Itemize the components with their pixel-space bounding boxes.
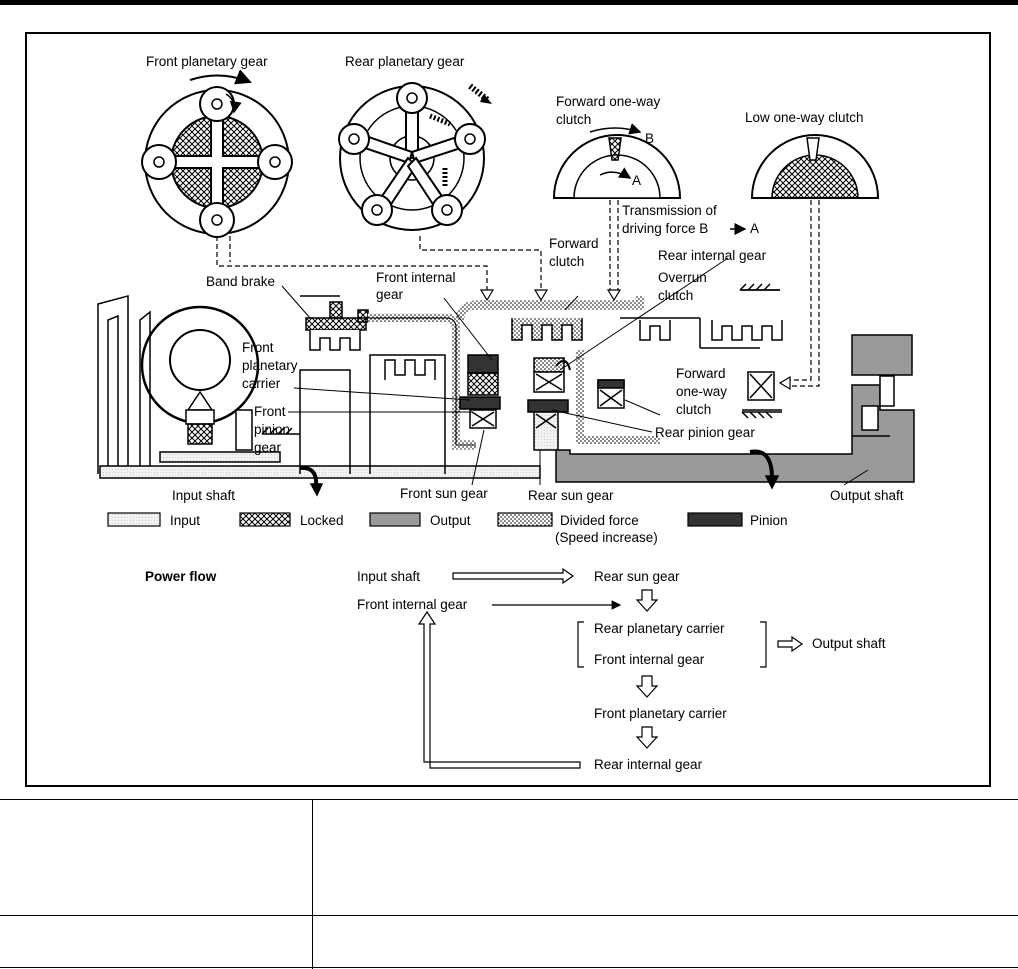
rear-planetary-gear-label: Rear planetary gear	[345, 54, 465, 69]
hollow-arrow-down-3	[635, 726, 659, 749]
forward-clutch-label-1: Forward	[549, 236, 599, 251]
forward-one-way-clutch-label-3: clutch	[676, 402, 711, 417]
transmission-arrow-target: A	[750, 221, 759, 236]
front-sun-gear-label: Front sun gear	[400, 486, 488, 501]
front-internal-gear-label-2: gear	[376, 287, 404, 302]
forward-one-way-clutch-label-2: one-way	[676, 384, 727, 399]
hollow-arrow-down-2	[635, 675, 659, 698]
hollow-arrow-down-1	[635, 589, 659, 612]
arrow-b-label: B	[645, 131, 654, 146]
legend-swatch-pinion	[687, 512, 743, 527]
feedback-hollow-arrow-up	[417, 610, 581, 769]
arrow-a-label: A	[632, 173, 641, 188]
dashed-arrowheads	[479, 289, 791, 391]
bracket-left	[577, 621, 584, 668]
rear-sun-gear-label: Rear sun gear	[528, 488, 614, 503]
hollow-arrow-right-2	[777, 635, 804, 653]
table-middle-rule	[0, 915, 1018, 916]
power-flow-rear-sun-gear: Rear sun gear	[594, 569, 680, 584]
bottom-table	[0, 799, 1018, 969]
front-pinion-gear-label-3: gear	[254, 440, 282, 455]
table-bottom-rule	[0, 967, 1018, 968]
legend-output-label: Output	[430, 513, 471, 528]
front-pinion-gear-label-1: Front	[254, 404, 286, 419]
legend	[107, 512, 743, 527]
low-one-way-clutch-drawing	[750, 134, 880, 199]
power-flow-front-internal-gear-2: Front internal gear	[594, 652, 705, 667]
power-flow-rear-planetary-carrier: Rear planetary carrier	[594, 621, 725, 636]
front-pinion-gear-label-2: pinion	[254, 422, 290, 437]
forward-one-way-clutch-label-1: Forward	[676, 366, 726, 381]
front-planetary-gear-drawing	[141, 69, 293, 238]
front-planetary-carrier-label-3: carrier	[242, 376, 281, 391]
power-flow-front-planetary-carrier: Front planetary carrier	[594, 706, 727, 721]
legend-divided-force-label-1: Divided force	[560, 513, 639, 528]
front-planetary-gear-label: Front planetary gear	[146, 54, 268, 69]
low-one-way-clutch-label: Low one-way clutch	[745, 110, 864, 125]
power-flow-arrows	[417, 567, 804, 769]
forward-one-way-clutch-title-2: clutch	[556, 112, 591, 127]
band-brake-label: Band brake	[206, 274, 275, 289]
legend-swatch-divided-force	[497, 512, 553, 527]
figure-frame	[25, 32, 991, 787]
legend-swatch-locked	[239, 512, 291, 527]
table-column-divider	[312, 799, 313, 969]
legend-input-label: Input	[170, 513, 200, 528]
front-planetary-carrier-label-2: planetary	[242, 358, 298, 373]
rear-pinion-gear-label: Rear pinion gear	[655, 425, 755, 440]
legend-swatch-input	[107, 512, 161, 527]
dashed-connectors	[216, 200, 820, 387]
overrun-clutch-label-1: Overrun	[658, 270, 707, 285]
leader-lines	[281, 257, 869, 486]
output-shaft-label: Output shaft	[830, 488, 904, 503]
power-flow-rear-internal-gear: Rear internal gear	[594, 757, 703, 772]
rear-planetary-gear-drawing	[338, 82, 492, 231]
overrun-clutch-label-2: clutch	[658, 288, 693, 303]
power-flow-output-shaft: Output shaft	[812, 636, 886, 651]
bracket-right	[760, 621, 767, 668]
forward-one-way-clutch-title-1: Forward one-way	[556, 94, 661, 109]
table-top-rule	[0, 799, 1018, 800]
legend-divided-force-label-2: (Speed increase)	[555, 530, 658, 545]
rear-internal-gear-label: Rear internal gear	[658, 248, 767, 263]
forward-clutch-label-2: clutch	[549, 254, 584, 269]
transmission-cross-section	[97, 283, 915, 497]
top-rule	[0, 0, 1018, 5]
legend-pinion-label: Pinion	[750, 513, 788, 528]
hollow-arrow-right-1	[452, 567, 575, 585]
power-flow-title: Power flow	[145, 569, 217, 584]
front-internal-gear-label-1: Front internal	[376, 270, 456, 285]
transmission-label-1: Transmission of	[622, 203, 717, 218]
transmission-label-2: driving force B	[622, 221, 708, 236]
front-planetary-carrier-label-1: Front	[242, 340, 274, 355]
legend-locked-label: Locked	[300, 513, 344, 528]
input-shaft-label: Input shaft	[172, 488, 235, 503]
power-flow-front-internal-gear: Front internal gear	[357, 597, 468, 612]
forward-one-way-clutch-drawing	[552, 123, 682, 199]
power-flow-input-shaft: Input shaft	[357, 569, 420, 584]
legend-swatch-output	[369, 512, 421, 527]
